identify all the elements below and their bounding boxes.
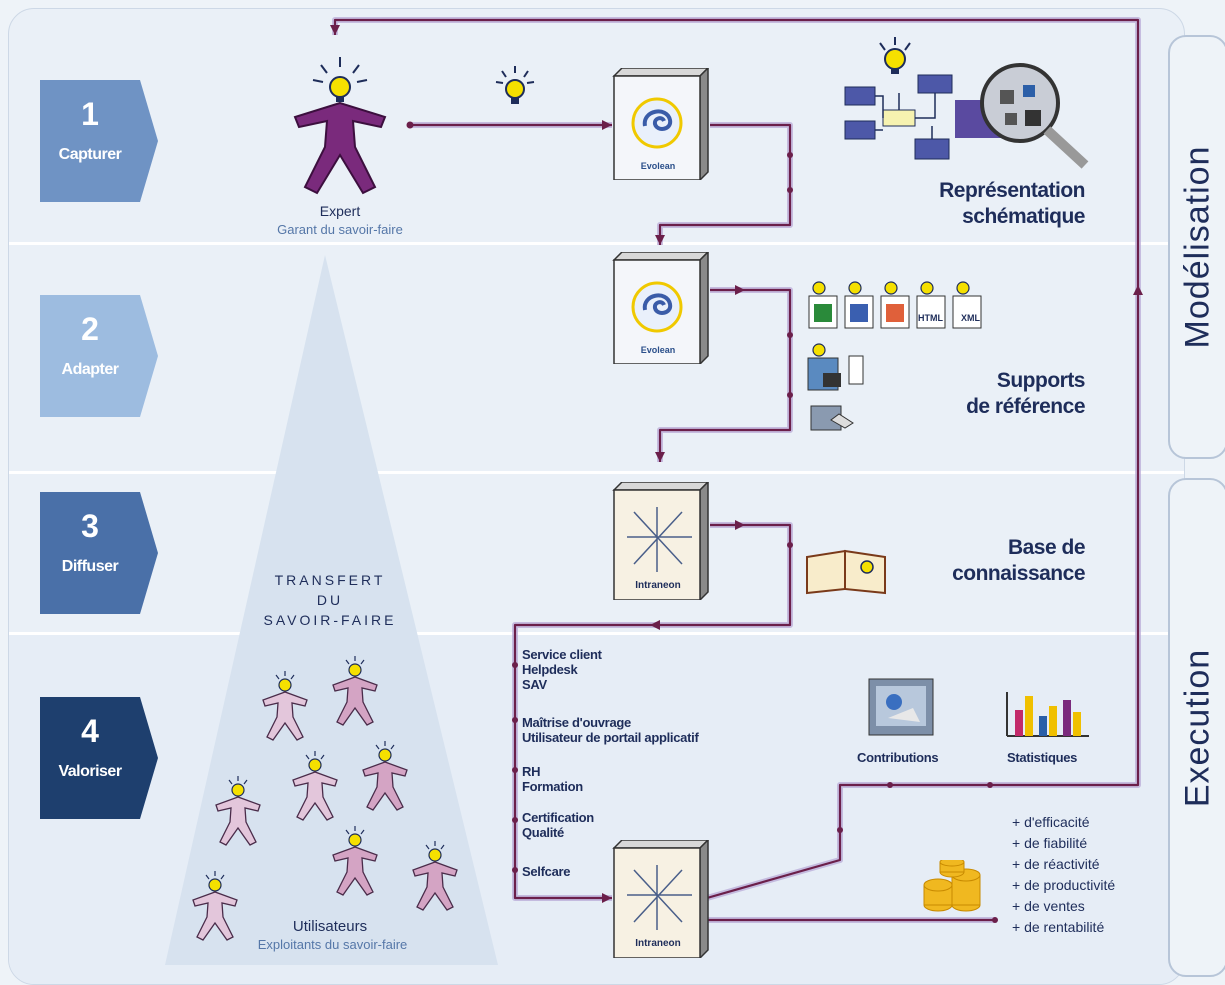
evolean-label: Evolean	[640, 345, 676, 355]
step-valoriser: 4 Valoriser	[40, 697, 158, 819]
use-case-group: Service client Helpdesk SAV	[522, 647, 602, 692]
knowledge-base-line: connaissance	[952, 562, 1085, 585]
expert-title: Expert	[319, 203, 361, 219]
html-file-label: HTML	[918, 313, 943, 323]
benefit-item: + de fiabilité	[1012, 835, 1088, 851]
use-case-item: Certification	[522, 810, 594, 825]
step-number: 3	[81, 508, 99, 544]
supports-line: Supports	[996, 369, 1086, 392]
use-case-item: RH	[522, 764, 541, 779]
use-case-item: Service client	[522, 647, 602, 662]
step-number: 2	[81, 311, 99, 347]
representation-label: Représentation schématique	[860, 178, 1085, 230]
contributions-icon	[868, 678, 934, 736]
row-divider	[9, 471, 1184, 474]
use-case-item: Selfcare	[522, 864, 571, 879]
statistics-chart-icon	[1006, 692, 1089, 737]
expert-figure	[293, 57, 387, 195]
reference-files-icons	[807, 281, 982, 431]
benefit-item: + de ventes	[1012, 898, 1085, 914]
evolean-product-box: Evolean	[612, 66, 710, 182]
word-icon	[850, 304, 868, 322]
use-case-item: Utilisateur de portail applicatif	[522, 730, 699, 745]
knowledge-base-label: Base de connaissance	[860, 535, 1085, 587]
step-adapter: 2 Adapter	[40, 295, 158, 417]
step-capturer: 1 Capturer	[40, 80, 158, 202]
statistics-label: Statistiques	[1007, 750, 1078, 765]
xml-file-label: XML	[961, 313, 980, 323]
benefits-list: + d'efficacité + de fiabilité + de réact…	[1012, 812, 1115, 938]
excel-icon	[814, 304, 832, 322]
row-divider	[9, 242, 1184, 245]
transfer-line: TRANSFERT	[274, 572, 386, 588]
evolean-label: Evolean	[640, 161, 676, 171]
benefit-item: + de rentabilité	[1012, 919, 1105, 935]
pdf-icon	[886, 304, 904, 322]
step-label: Capturer	[58, 146, 122, 163]
coins-icon	[923, 860, 981, 912]
book-icon	[806, 549, 886, 595]
supports-label: Supports de référence	[860, 368, 1085, 420]
modelisation-tab: Modélisation	[1168, 35, 1225, 459]
step-label: Diffuser	[61, 558, 119, 575]
use-case-group: Maîtrise d'ouvrage Utilisateur de portai…	[522, 715, 699, 745]
step-number: 1	[81, 96, 99, 132]
knowledge-base-line: Base de	[1007, 536, 1086, 559]
step-label: Valoriser	[58, 763, 122, 780]
transfer-line: SAVOIR-FAIRE	[263, 612, 397, 628]
users-subtitle: Exploitants du savoir-faire	[257, 937, 408, 952]
use-case-group: RH Formation	[522, 764, 583, 794]
schematic-diagram-icon	[844, 37, 1089, 169]
intraneon-product-box: Intraneon	[612, 480, 710, 602]
representation-line: Représentation	[939, 179, 1085, 202]
benefit-item: + de réactivité	[1012, 856, 1100, 872]
benefit-item: + d'efficacité	[1012, 814, 1090, 830]
step-number: 4	[81, 713, 99, 749]
use-case-item: Helpdesk	[522, 662, 578, 677]
execution-tab: Execution	[1168, 478, 1225, 977]
use-case-item: Qualité	[522, 825, 564, 840]
users-title: Utilisateurs	[292, 918, 368, 935]
step-label: Adapter	[61, 361, 119, 378]
intraneon-label: Intraneon	[635, 580, 681, 591]
expert-subtitle: Garant du savoir-faire	[277, 222, 403, 237]
transfer-label: TRANSFERT DU SAVOIR-FAIRE	[245, 570, 415, 630]
use-case-item: SAV	[522, 677, 547, 692]
intraneon-label: Intraneon	[635, 938, 681, 949]
use-case-group: Certification Qualité	[522, 810, 594, 840]
use-case-item: Formation	[522, 779, 583, 794]
evolean-product-box: Evolean	[612, 250, 710, 366]
supports-line: de référence	[966, 395, 1085, 418]
idea-bulb-icon	[495, 66, 535, 104]
step-diffuser: 3 Diffuser	[40, 492, 158, 614]
transfer-line: DU	[316, 592, 344, 608]
contributions-label: Contributions	[857, 750, 939, 765]
benefit-item: + de productivité	[1012, 877, 1116, 893]
row-divider	[9, 632, 1184, 635]
representation-line: schématique	[962, 205, 1085, 228]
intraneon-product-box: Intraneon	[612, 838, 710, 960]
use-case-item: Maîtrise d'ouvrage	[522, 715, 631, 730]
